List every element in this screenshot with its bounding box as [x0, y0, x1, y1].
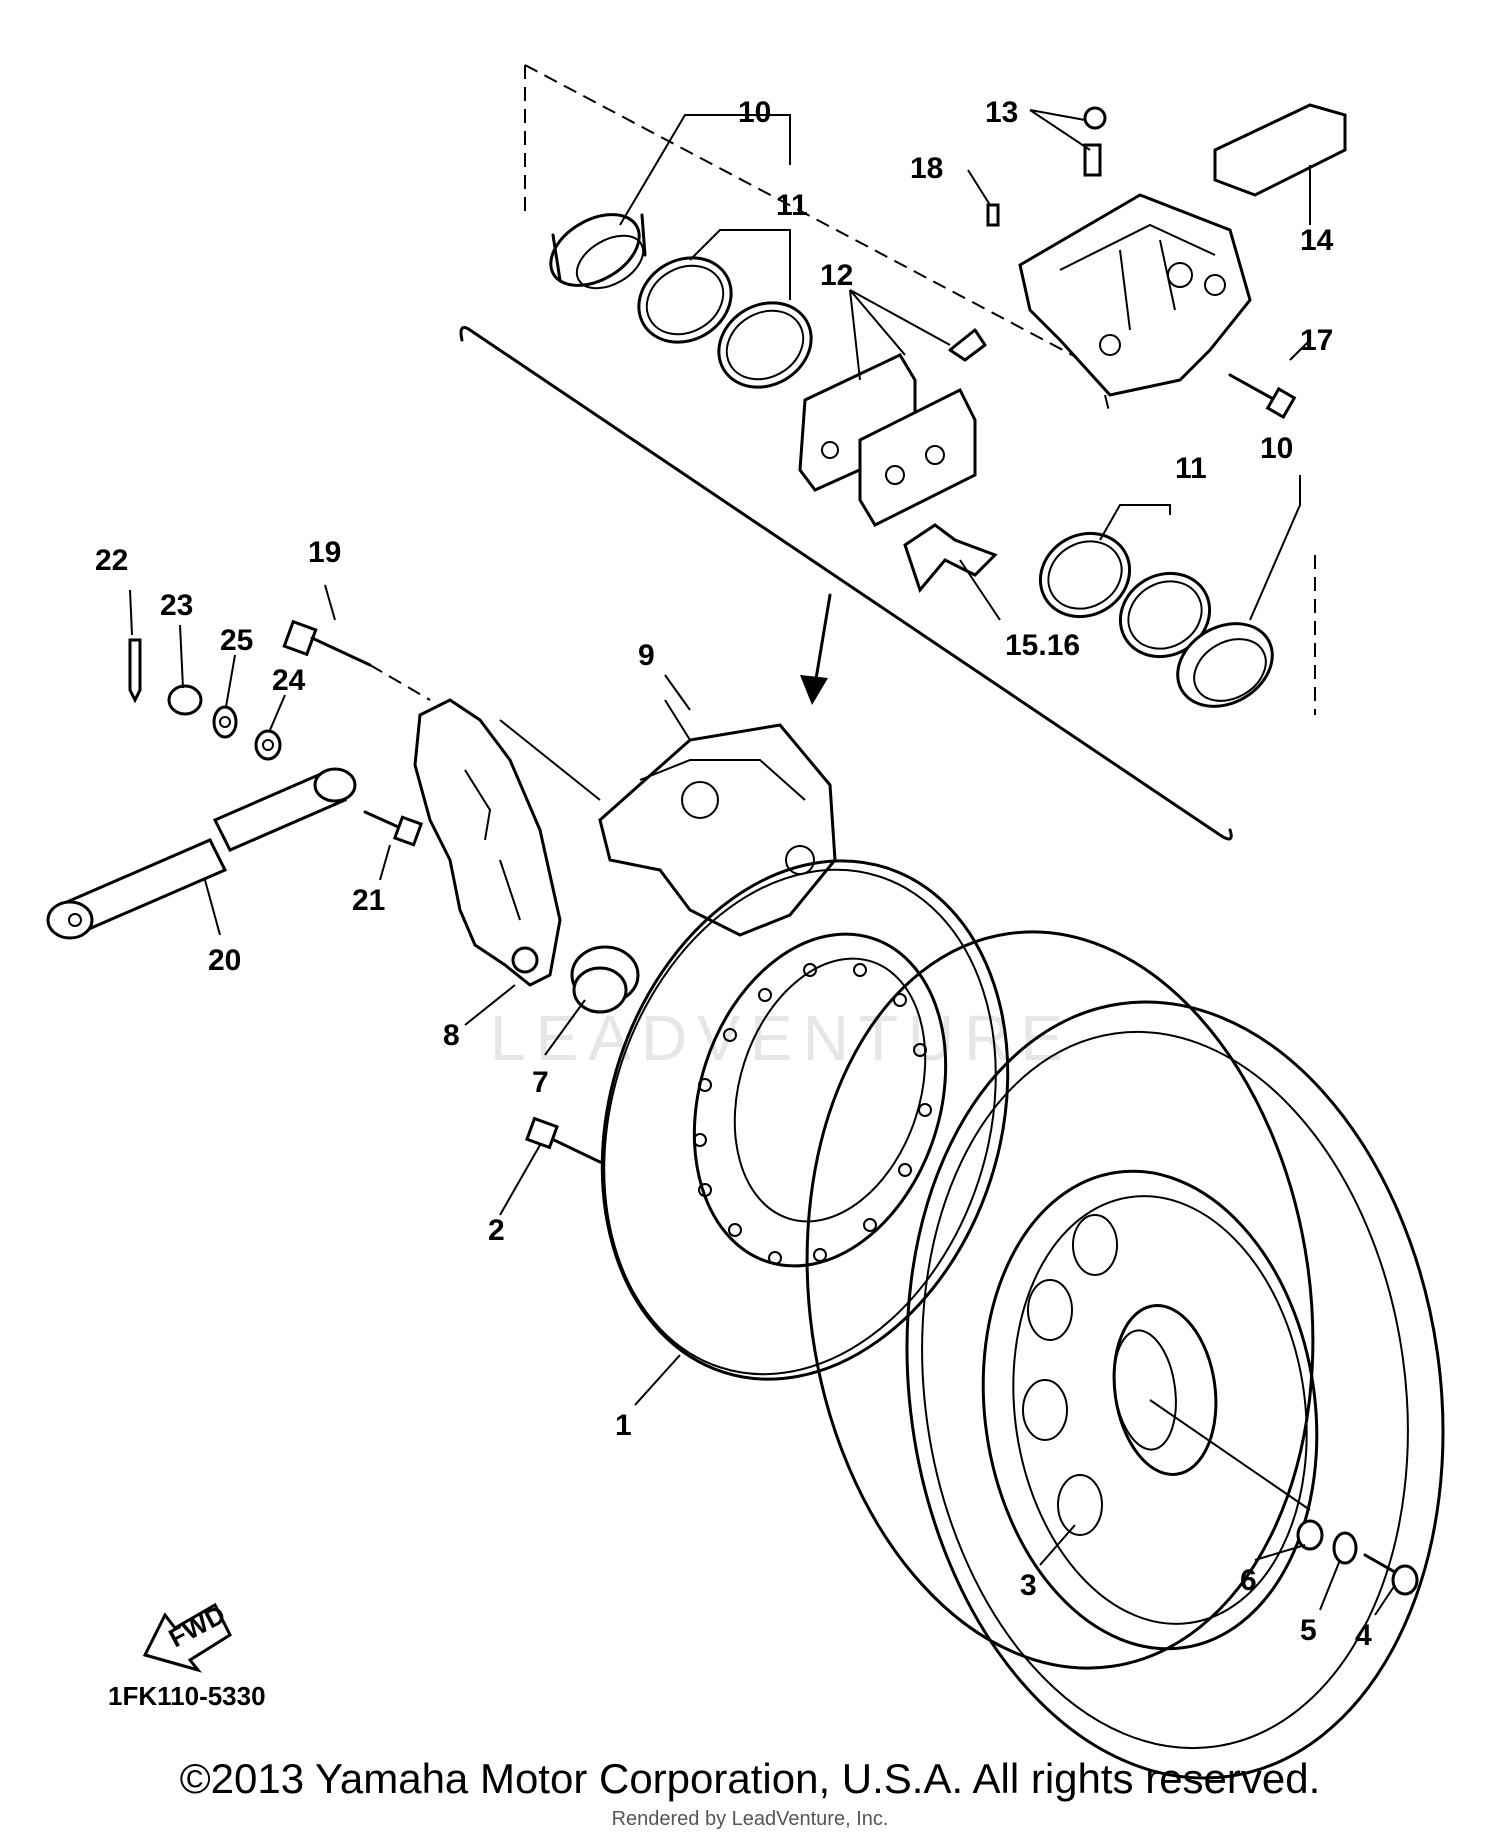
bolt-21	[363, 810, 424, 847]
copyright-notice: ©2013 Yamaha Motor Corporation, U.S.A. A…	[179, 1755, 1321, 1802]
leader-lines	[129, 584, 1396, 1616]
washer-25	[212, 705, 238, 739]
label-part-12: 12	[820, 259, 853, 292]
tension-bar	[46, 767, 357, 940]
label-part-18: 18	[910, 152, 943, 185]
label-part-7: 7	[532, 1066, 549, 1099]
label-part-3: 3	[1020, 1569, 1037, 1602]
label-part-13: 13	[985, 96, 1018, 129]
label-part-2: 2	[488, 1214, 505, 1247]
brake-pads	[798, 328, 987, 527]
label-part-22: 22	[95, 544, 128, 577]
disc-bolt	[525, 1116, 602, 1164]
label-part-9: 9	[638, 639, 655, 672]
washer-6	[1296, 1519, 1324, 1551]
brake-disc	[600, 859, 1010, 1381]
label-part-4: 4	[1355, 1619, 1372, 1652]
seal-ring-upper-2	[717, 301, 813, 389]
label-part-23: 23	[160, 589, 193, 622]
caliper-cover	[1213, 103, 1347, 197]
collar	[570, 945, 640, 1014]
label-part-19: 19	[308, 536, 341, 569]
bolt-19	[282, 619, 431, 701]
nut-23	[167, 684, 203, 716]
label-part-17: 17	[1300, 324, 1333, 357]
label-part-6: 6	[1240, 1564, 1257, 1597]
bleed-screw	[1083, 143, 1102, 177]
label-part-15-16: 15.16	[1005, 629, 1080, 662]
cotter-pin	[128, 638, 142, 704]
label-part-11-lower: 11	[1175, 452, 1207, 485]
pad-spring	[903, 523, 998, 594]
label-part-14: 14	[1300, 224, 1334, 257]
rendered-by-note: Rendered by LeadVenture, Inc.	[611, 1808, 889, 1830]
label-part-25: 25	[220, 624, 253, 657]
label-part-21: 21	[352, 884, 385, 917]
caliper-body-upper	[1018, 193, 1252, 397]
washer-24	[254, 729, 282, 761]
wheel	[805, 930, 1445, 1780]
label-part-10-lower: 10	[1260, 432, 1293, 465]
caliper-exploded-view	[459, 64, 1347, 841]
label-part-11: 11	[776, 189, 808, 222]
label-part-24: 24	[272, 664, 306, 697]
caliper-bolt	[1265, 386, 1297, 420]
fwd-arrow-icon: FWD	[142, 1599, 232, 1673]
caliper-bracket	[413, 698, 562, 987]
seal-ring-lower-1	[1038, 531, 1132, 619]
bolt-4	[1363, 1553, 1419, 1596]
diagram-code: 1FK110-5330	[108, 1681, 266, 1711]
part-labels: 10 11 12 13 18 14 17 10 11 15.16 9 22 19…	[95, 96, 1372, 1652]
watermark-text: LEADVENTURE	[490, 1002, 1073, 1074]
piston-upper	[549, 213, 647, 290]
label-part-1: 1	[615, 1409, 632, 1442]
seal-ring-upper-1	[637, 256, 733, 344]
label-part-8: 8	[443, 1019, 460, 1052]
label-part-5: 5	[1300, 1614, 1317, 1647]
small-screw	[986, 203, 1000, 227]
piston-lower	[1176, 622, 1274, 708]
bleed-cap	[1083, 106, 1107, 130]
washer-5	[1332, 1531, 1358, 1565]
label-part-20: 20	[208, 944, 241, 977]
label-part-10: 10	[738, 96, 771, 129]
